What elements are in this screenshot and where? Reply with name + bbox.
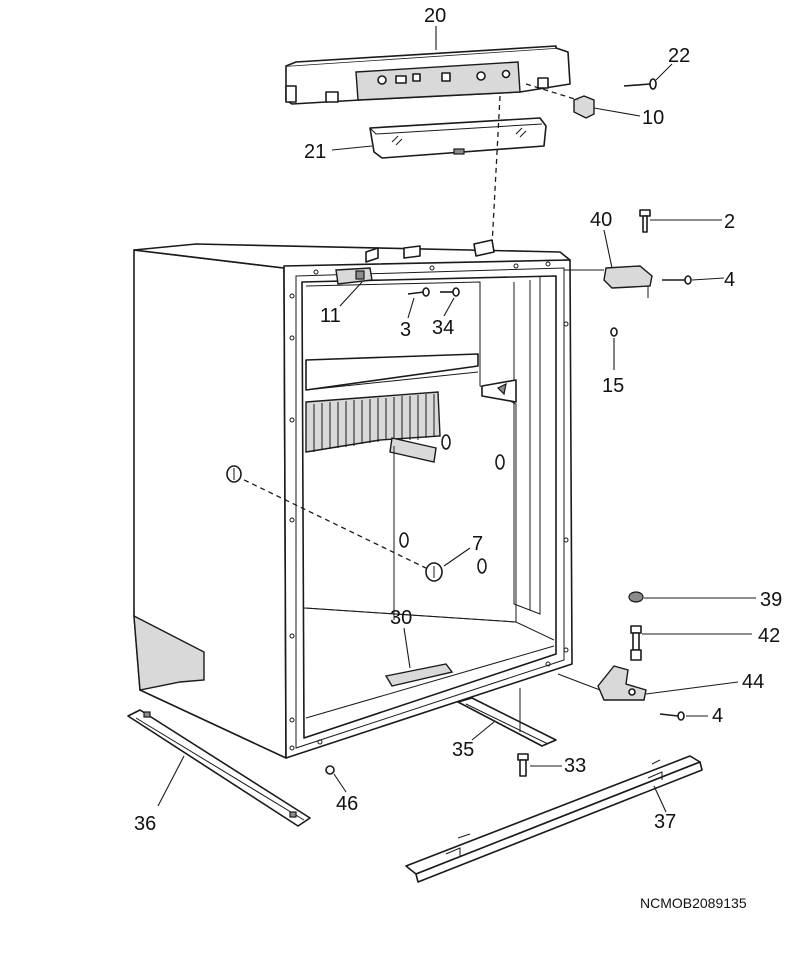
screws-3-34 <box>407 287 460 297</box>
control-panel-20 <box>285 45 571 105</box>
thermostat-knob-7 <box>226 465 443 582</box>
callout-44: 44 <box>742 671 764 693</box>
callout-11: 11 <box>320 305 341 327</box>
screw-22 <box>623 78 657 90</box>
callout-34: 34 <box>432 317 454 339</box>
callout-21: 21 <box>304 141 326 163</box>
clip-10 <box>525 83 595 119</box>
callout-22: 22 <box>668 45 690 67</box>
callout-7: 7 <box>472 533 483 555</box>
top-hinge-40 <box>564 209 692 337</box>
spacer-39 <box>628 591 644 603</box>
callout-37: 37 <box>654 811 676 833</box>
cooling-fins <box>305 391 441 453</box>
strip-37 <box>405 755 703 883</box>
callout-3: 3 <box>400 319 411 341</box>
callout-30: 30 <box>390 607 412 629</box>
drawing-code: NCMOB2089135 <box>640 895 747 911</box>
callout-10: 10 <box>642 107 664 129</box>
refrigerator-cabinet <box>133 239 573 759</box>
rail-36 <box>127 709 311 827</box>
callout-labels: 20 22 10 21 40 2 4 11 3 34 15 7 30 39 42… <box>134 5 782 911</box>
hinge-pin-42 <box>630 625 642 661</box>
callout-46: 46 <box>336 793 358 815</box>
callout-4-top: 4 <box>724 269 735 291</box>
callout-15: 15 <box>602 375 624 397</box>
leader-lines <box>157 26 756 813</box>
callout-33: 33 <box>564 755 586 777</box>
bottom-hinge-44 <box>557 665 685 721</box>
callout-2: 2 <box>724 211 735 233</box>
callout-39: 39 <box>760 589 782 611</box>
callout-36: 36 <box>134 813 156 835</box>
rail-35 <box>457 688 557 747</box>
callout-42: 42 <box>758 625 780 647</box>
callout-35: 35 <box>452 739 474 761</box>
callout-40: 40 <box>590 209 612 231</box>
callout-4-bottom: 4 <box>712 705 723 727</box>
screw-33 <box>517 753 529 777</box>
callout-20: 20 <box>424 5 446 27</box>
foot-46 <box>325 765 335 775</box>
cover-strip-21 <box>369 117 547 159</box>
